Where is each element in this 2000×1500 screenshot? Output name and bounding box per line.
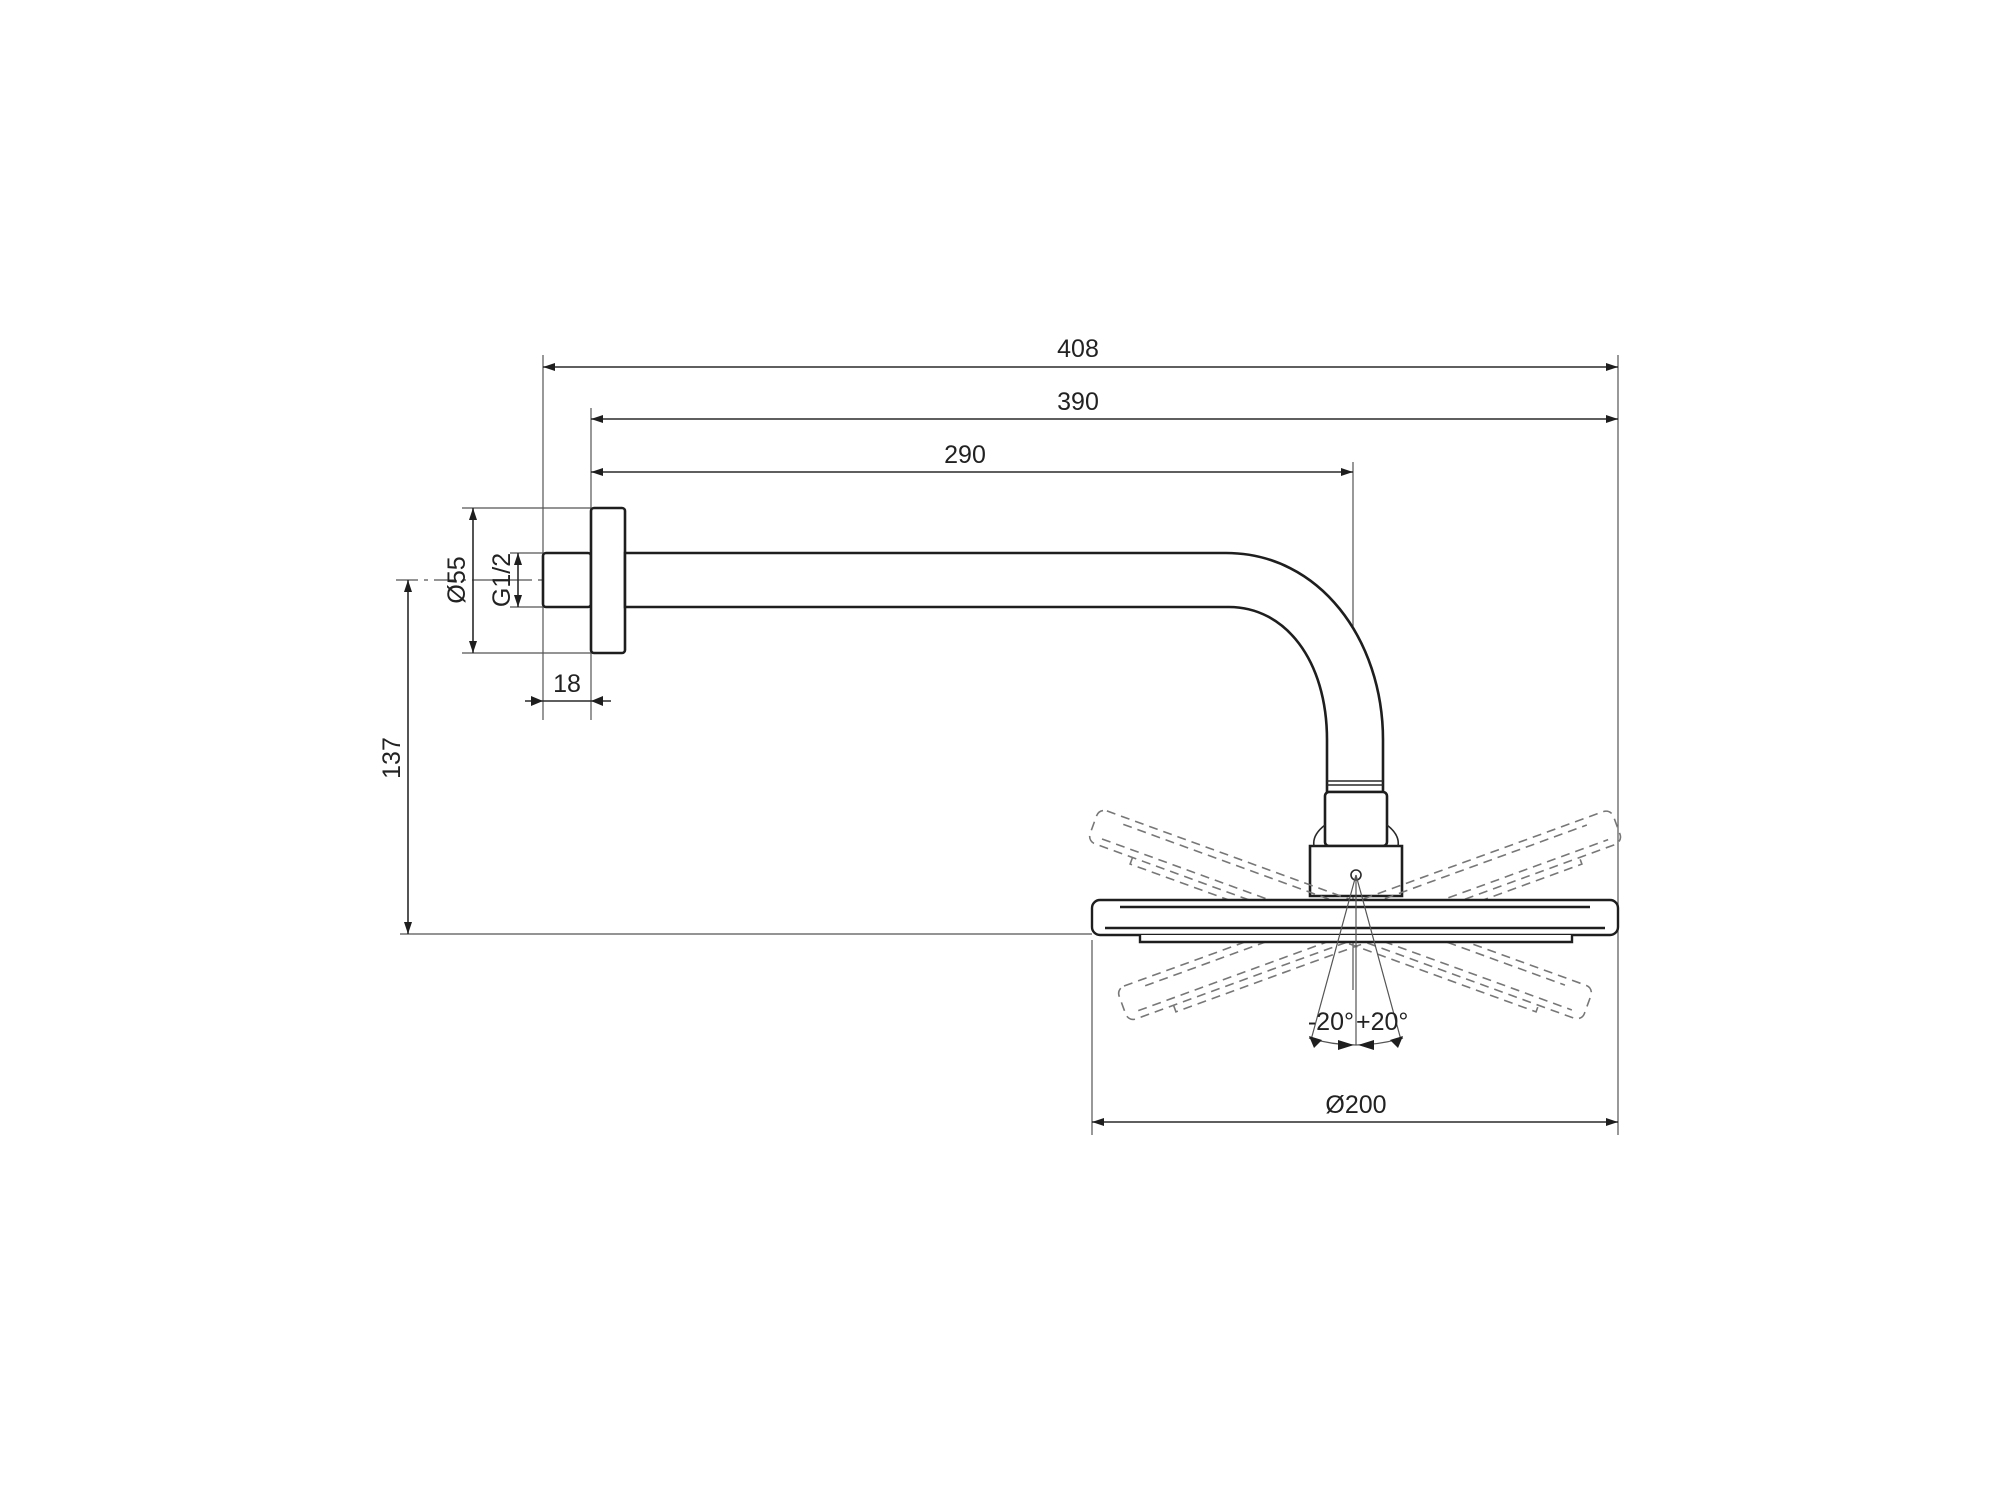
shower-head bbox=[1090, 898, 1620, 944]
label-18: 18 bbox=[553, 670, 581, 698]
tilt-angle-indicator bbox=[1308, 874, 1404, 1050]
label-408: 408 bbox=[1057, 335, 1099, 363]
label-137: 137 bbox=[378, 737, 406, 779]
shower-arm bbox=[541, 506, 1404, 898]
label-55: Ø55 bbox=[443, 556, 471, 603]
ball-joint-body bbox=[1308, 844, 1404, 898]
label-g12: G1/2 bbox=[488, 553, 516, 607]
label-200: Ø200 bbox=[1325, 1091, 1386, 1119]
label-290: 290 bbox=[944, 441, 986, 469]
wall-stub bbox=[541, 551, 593, 609]
dimension-lines bbox=[404, 363, 1618, 1126]
swivel-connector bbox=[1323, 790, 1389, 848]
dimension-labels: 408 390 290 Ø55 G1/2 18 137 Ø200 -20° +2… bbox=[378, 335, 1408, 1119]
arm-pipe bbox=[623, 551, 1385, 794]
label-tilt-right: +20° bbox=[1356, 1008, 1408, 1036]
label-tilt-left: -20° bbox=[1308, 1008, 1354, 1036]
wall-flange bbox=[589, 506, 627, 655]
label-390: 390 bbox=[1057, 388, 1099, 416]
